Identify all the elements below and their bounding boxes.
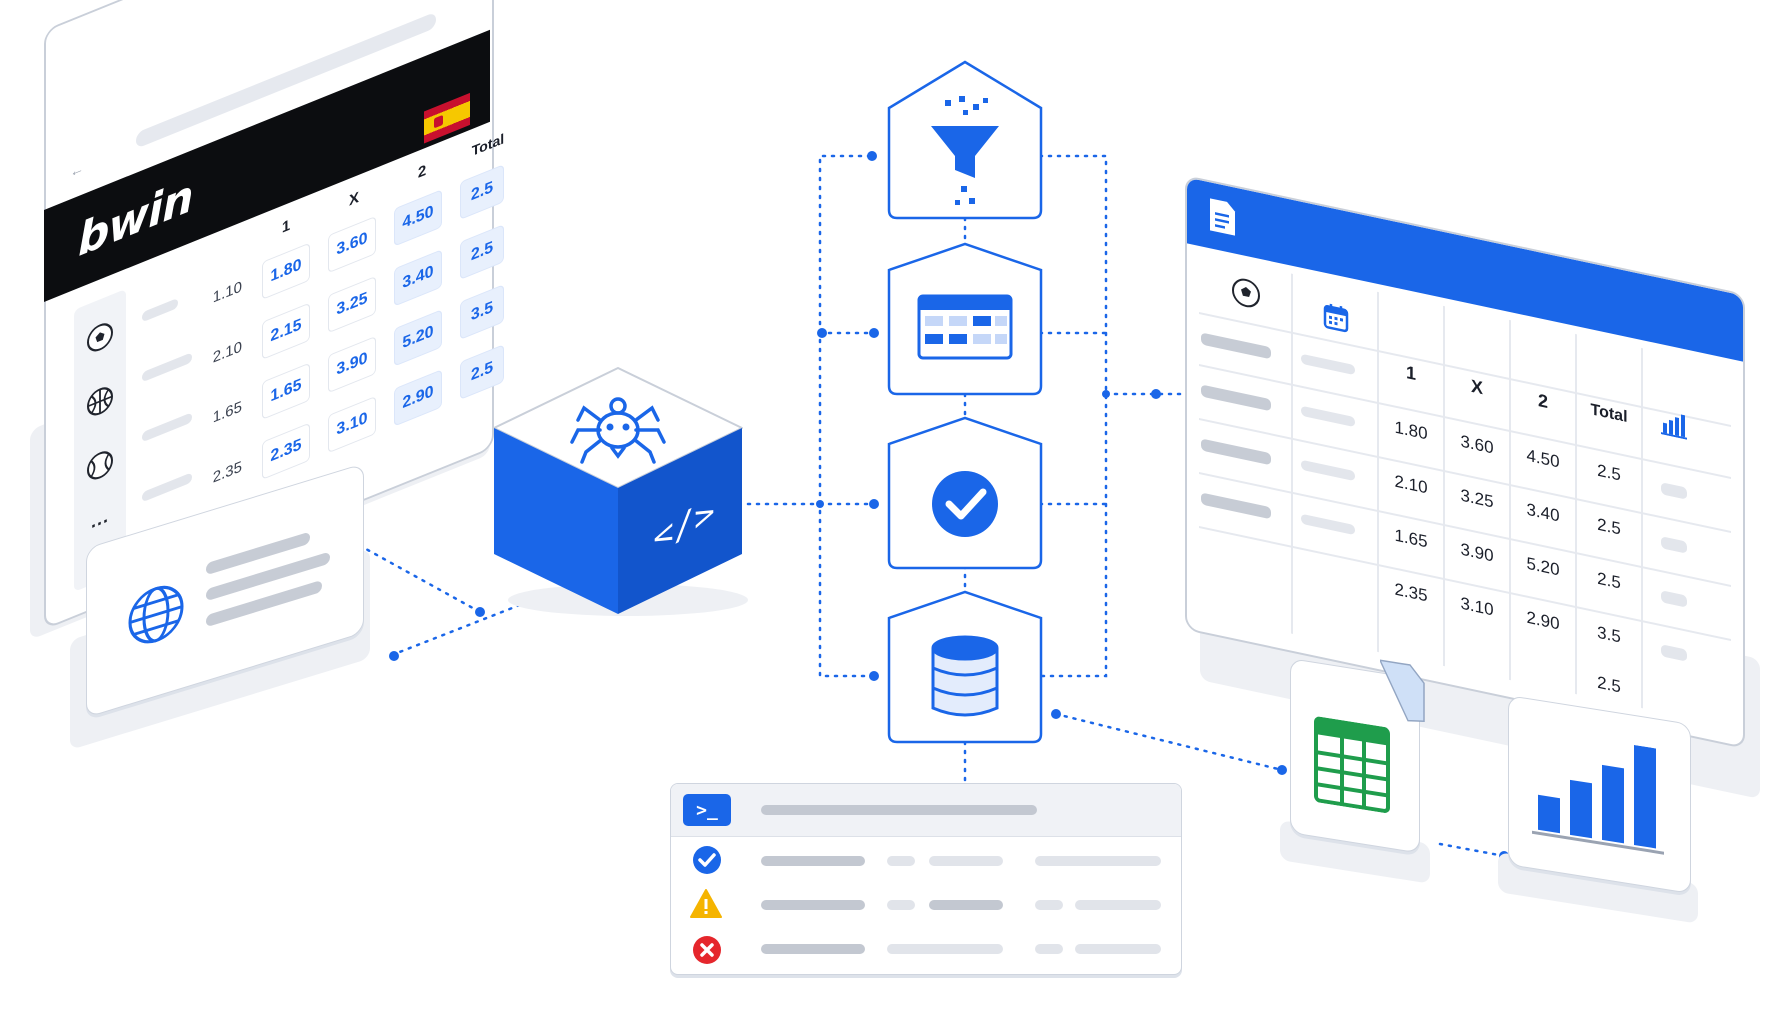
store-step[interactable] xyxy=(885,588,1045,746)
scraper-cube[interactable]: </> xyxy=(488,360,750,622)
globe-icon xyxy=(128,585,184,644)
chart-bar xyxy=(1602,764,1624,844)
placeholder-line xyxy=(761,805,1037,815)
calendar-icon xyxy=(1323,303,1349,333)
spreadsheet-file[interactable] xyxy=(1290,658,1425,854)
placeholder-line xyxy=(929,856,1003,866)
soccer-ball-icon[interactable] xyxy=(80,315,120,366)
table-grid-icon xyxy=(917,294,1013,360)
basketball-icon[interactable] xyxy=(80,379,120,430)
web-source-card xyxy=(86,463,364,718)
placeholder-line xyxy=(1075,944,1161,954)
structured-data-table: 1 X 2 Total 1.80 3.60 4.50 2.5 2.10 3.25… xyxy=(1185,175,1745,750)
chart-bar xyxy=(1570,779,1592,839)
placeholder-line xyxy=(887,900,915,910)
placeholder-line xyxy=(929,900,1003,910)
placeholder-line xyxy=(761,944,865,954)
success-icon xyxy=(693,846,721,874)
chart-bar xyxy=(1634,744,1656,849)
soccer-ball-icon xyxy=(1232,278,1260,308)
more-icon[interactable]: ··· xyxy=(91,509,109,538)
placeholder-line xyxy=(887,856,915,866)
analytics-chart-card[interactable] xyxy=(1508,695,1691,894)
spreadsheet-icon xyxy=(1314,716,1390,813)
placeholder-line xyxy=(1035,944,1063,954)
placeholder-line xyxy=(1035,900,1063,910)
terminal-header: >_ xyxy=(671,784,1181,837)
page-fold-icon xyxy=(1380,659,1425,723)
bookmaker-browser-window: ← ≡ bwin ··· 1 X 2 Total 1.10 2.10 1.65 … xyxy=(44,0,504,630)
sport-sidebar: ··· xyxy=(74,288,126,592)
tennis-ball-icon[interactable] xyxy=(80,443,120,494)
placeholder-line xyxy=(1035,856,1161,866)
placeholder-line xyxy=(887,944,1003,954)
chart-bar xyxy=(1538,794,1560,834)
database-icon xyxy=(931,635,999,717)
funnel-icon xyxy=(931,96,999,205)
chart-baseline xyxy=(1532,830,1664,855)
placeholder-line xyxy=(761,856,865,866)
parse-step[interactable] xyxy=(885,240,1045,398)
filter-step[interactable] xyxy=(885,60,1045,220)
grid-line xyxy=(1641,347,1643,709)
placeholder-line xyxy=(761,900,865,910)
grid-line xyxy=(1291,273,1293,634)
terminal-icon[interactable]: >_ xyxy=(683,794,731,826)
placeholder-line xyxy=(1075,900,1161,910)
validate-step[interactable] xyxy=(885,414,1045,572)
bar-chart-icon xyxy=(1661,414,1687,440)
log-terminal: >_ xyxy=(670,783,1182,975)
check-circle-icon xyxy=(932,471,998,537)
document-icon xyxy=(1210,198,1235,236)
bar-chart xyxy=(1532,744,1664,855)
spider-icon xyxy=(570,397,666,464)
warning-icon xyxy=(690,889,722,918)
error-icon xyxy=(693,936,721,964)
